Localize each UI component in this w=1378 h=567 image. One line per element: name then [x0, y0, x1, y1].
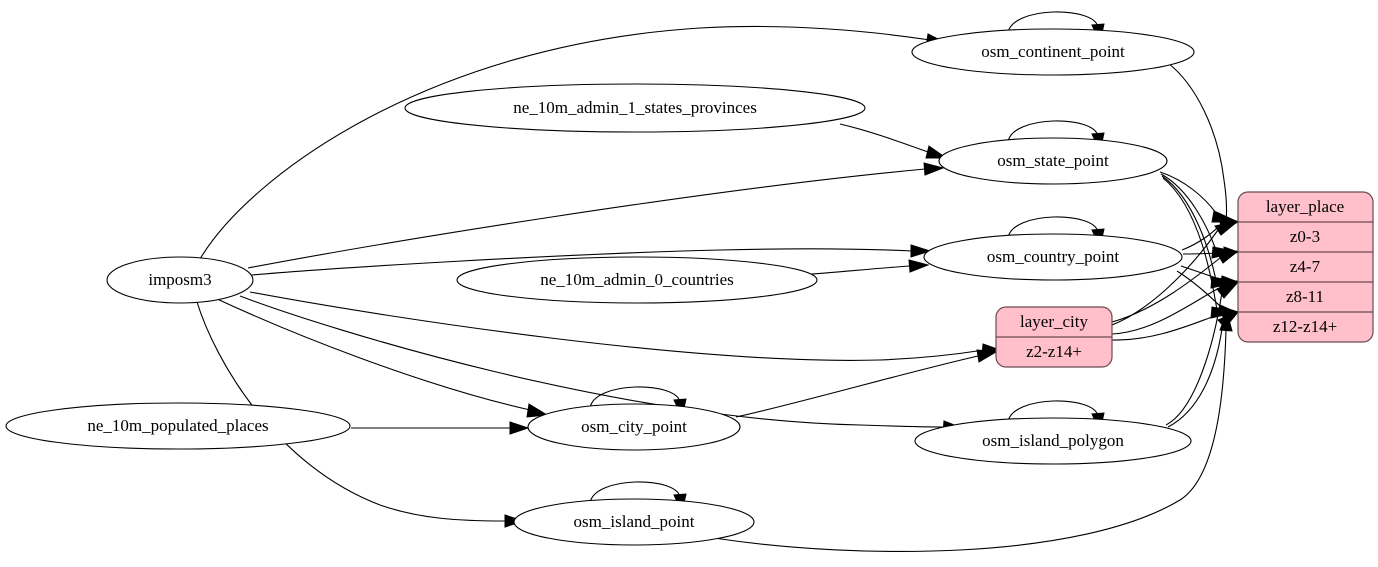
node-shape[interactable]	[938, 137, 1168, 185]
arrowhead	[910, 244, 932, 258]
arrowhead	[925, 145, 948, 159]
node-shape[interactable]	[456, 256, 818, 304]
record-node-layer_place[interactable]: layer_place z0-3 z4-7 z8-11 z12-z14+	[1237, 191, 1374, 343]
edge-osm_city_point-to-layer_city	[735, 355, 979, 418]
edge-osm_state_point-to-layer_place-z8-11	[1161, 175, 1217, 281]
node-shape[interactable]	[5, 402, 351, 450]
node-shape[interactable]	[923, 233, 1183, 281]
node-shape[interactable]	[527, 403, 741, 451]
record-title-layer_city: layer_city	[1020, 312, 1088, 331]
record-field-z4-7[interactable]: z4-7	[1290, 257, 1321, 276]
edge-osm_state_point-to-layer_place-z0-3	[1159, 171, 1217, 214]
record-field-z0-3[interactable]: z0-3	[1290, 227, 1320, 246]
node-label: imposm3	[148, 270, 211, 289]
edge-osm_island_polygon-to-layer_place-z8-11	[1165, 291, 1223, 426]
record-field-z12-z14plus[interactable]: z12-z14+	[1273, 317, 1337, 336]
self-loop-osm_continent_point	[1007, 11, 1099, 34]
node-ne_10m_admin_1_states_provinces[interactable]: ne_10m_admin_1_states_provinces	[404, 83, 866, 133]
node-label: osm_country_point	[987, 247, 1119, 266]
node-label: osm_state_point	[997, 151, 1109, 170]
node-label: ne_10m_admin_1_states_provinces	[513, 98, 757, 117]
edge-osm_state_point-to-layer_place-z4-7	[1160, 173, 1217, 251]
node-shape[interactable]	[404, 83, 866, 133]
node-label: ne_10m_populated_places	[87, 416, 268, 435]
arrowhead	[1214, 220, 1239, 236]
edge-imposm3-to-osm_island_point	[196, 301, 506, 522]
self-loop-osm_state_point	[1007, 120, 1099, 143]
node-osm_state_point[interactable]: osm_state_point	[938, 137, 1168, 185]
edge-imposm3-to-osm_continent_point	[199, 25, 931, 260]
arrowhead	[976, 349, 998, 363]
arrowhead	[1219, 310, 1233, 332]
node-label: ne_10m_admin_0_countries	[540, 270, 734, 289]
node-ne_10m_admin_0_countries[interactable]: ne_10m_admin_0_countries	[456, 256, 818, 304]
node-label: osm_continent_point	[981, 42, 1125, 61]
edge-imposm3-to-osm_state_point	[247, 168, 926, 269]
edge-layer	[196, 25, 1240, 552]
arrowhead	[1216, 250, 1240, 264]
node-label: osm_city_point	[581, 417, 687, 436]
edge-layer_city-to-layer_place-z8-11	[1111, 285, 1224, 335]
edge-imposm3-to-osm_city_point	[214, 297, 531, 411]
node-label: osm_island_polygon	[982, 431, 1124, 450]
record-outline[interactable]	[1237, 191, 1374, 343]
record-node-layer_city[interactable]: layer_city z2-z14+	[995, 306, 1113, 368]
node-shape[interactable]	[911, 28, 1195, 76]
self-loop-osm_country_point	[1007, 216, 1099, 239]
edge-layer_city-to-layer_place-z12-z14	[1111, 312, 1225, 341]
node-label: osm_island_point	[574, 512, 695, 531]
arrowhead	[908, 259, 930, 273]
edge-layer_city-to-layer_place-z4-7	[1111, 257, 1221, 323]
edge-osm_island_point-to-layer_place-z12-z14	[713, 329, 1227, 552]
node-imposm3[interactable]: imposm3	[106, 256, 254, 304]
arrowhead	[1216, 280, 1240, 299]
node-shape[interactable]	[513, 498, 755, 546]
self-loop-osm_island_point	[589, 481, 681, 504]
arrowhead	[923, 162, 945, 176]
node-osm_island_polygon[interactable]: osm_island_polygon	[914, 417, 1192, 465]
edge-layer_city-to-layer_place-z0-3	[1111, 229, 1219, 326]
node-osm_country_point[interactable]: osm_country_point	[923, 233, 1183, 281]
node-osm_continent_point[interactable]: osm_continent_point	[911, 28, 1195, 76]
edge-ne_10m_admin_1_states_provinces-to-osm_state_point	[839, 123, 929, 153]
edge-osm_continent_point-to-layer_place-z0-3	[1167, 62, 1228, 223]
record-field-z8-11[interactable]: z8-11	[1286, 287, 1324, 306]
node-osm_city_point[interactable]: osm_city_point	[527, 403, 741, 451]
edge-ne_10m_admin_0_countries-to-osm_country_point	[799, 265, 911, 276]
edge-imposm3-to-layer_city	[249, 291, 985, 361]
edge-osm_island_polygon-to-layer_place-z12-z14	[1167, 321, 1224, 428]
arrowhead	[509, 421, 530, 435]
self-loop-osm_island_polygon	[1007, 400, 1099, 423]
node-shape[interactable]	[106, 256, 254, 304]
record-field-z2-z14plus[interactable]: z2-z14+	[1026, 342, 1082, 361]
edge-osm_state_point-to-layer_place-z12-z14	[1162, 177, 1218, 311]
self-loop-osm_city_point	[589, 386, 681, 409]
node-ne_10m_populated_places[interactable]: ne_10m_populated_places	[5, 402, 351, 450]
record-title-layer_place: layer_place	[1266, 197, 1344, 216]
node-layer: imposm3 ne_10m_populated_places ne_10m_a…	[5, 28, 1195, 546]
arrowhead	[526, 403, 549, 418]
node-osm_island_point[interactable]: osm_island_point	[513, 498, 755, 546]
edge-imposm3-to-osm_country_point	[251, 248, 913, 276]
node-shape[interactable]	[914, 417, 1192, 465]
